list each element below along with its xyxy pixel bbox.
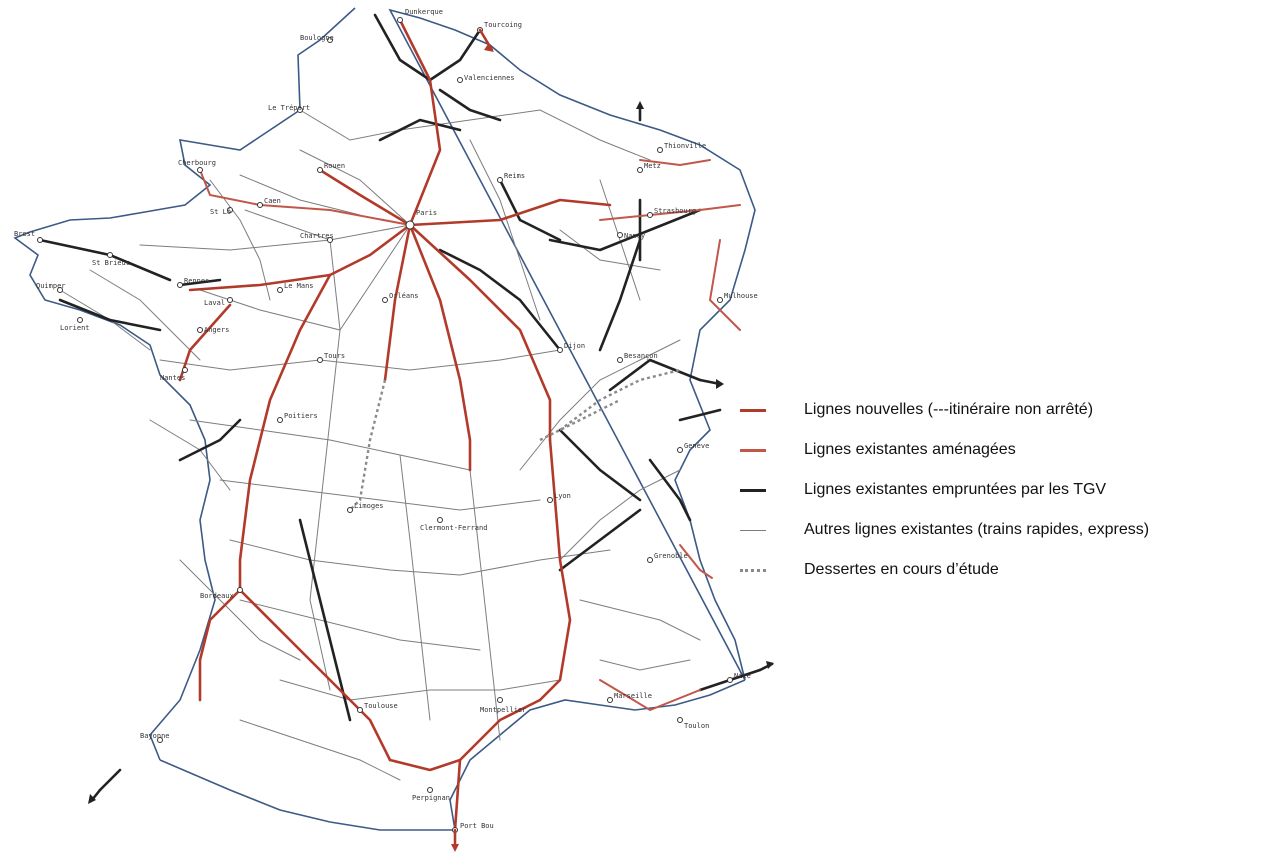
new-lines (178, 18, 612, 832)
city-label: Reims (504, 172, 525, 180)
city-label: Cherbourg (178, 159, 216, 167)
city-label: Toulon (684, 722, 709, 730)
city-label: Dijon (564, 342, 585, 350)
legend-swatch-new (740, 409, 766, 412)
legend-swatch-upgraded (740, 449, 766, 452)
study-lines (349, 368, 681, 511)
city-label: St Brieuc (92, 259, 130, 267)
city-label: Clermont-Ferrand (420, 524, 487, 532)
legend-swatch-tgv (740, 489, 766, 492)
city-label: Perpignan (412, 794, 450, 802)
legend-item-tgv-lines: Lignes existantes empruntées par les TGV (740, 480, 1284, 500)
legend-item-other-lines: Autres lignes existantes (trains rapides… (740, 520, 1284, 540)
city-label: Quimper (36, 282, 66, 290)
other-lines (59, 109, 701, 781)
city-label: Strasbourg (654, 207, 696, 215)
coastline (13, 7, 756, 831)
city-label: Boulogne (300, 34, 334, 42)
city-label: Nancy (624, 232, 645, 240)
city-markers (37, 17, 733, 833)
city-label: Tours (324, 352, 345, 360)
legend-item-upgraded-lines: Lignes existantes aménagées (740, 440, 1284, 460)
city-label: Valenciennes (464, 74, 515, 82)
city-label: Bayonne (140, 732, 170, 740)
city-label: Nantes (160, 374, 185, 382)
city-label: Rouen (324, 162, 345, 170)
city-label: Montpellier (480, 706, 526, 714)
city-label: Tourcoing (484, 21, 522, 29)
legend-label: Autres lignes existantes (trains rapides… (804, 521, 1150, 538)
city-label: Grenoble (654, 552, 688, 560)
city-label: Bordeaux (200, 592, 234, 600)
city-label: Marseille (614, 692, 652, 700)
city-label: Chartres (300, 232, 334, 240)
city-label: Besançon (624, 352, 658, 360)
city-label: Genève (684, 442, 709, 450)
city-label: Port Bou (460, 822, 494, 830)
legend-label: Lignes nouvelles (---itinéraire non arrê… (804, 401, 1094, 418)
legend-swatch-study (740, 569, 766, 572)
legend-swatch-other (740, 530, 766, 531)
city-label: Poitiers (284, 412, 318, 420)
city-label: Dunkerque (405, 8, 443, 16)
legend-item-study-lines: Dessertes en cours d’étude (740, 560, 1284, 580)
city-label: Metz (644, 162, 661, 170)
city-label: Thionville (664, 142, 706, 150)
city-label: Toulouse (364, 702, 398, 710)
tgv-lines (38, 13, 762, 792)
city-label: Le Mans (284, 282, 314, 290)
legend-label: Lignes existantes empruntées par les TGV (804, 481, 1107, 498)
city-label: Mulhouse (724, 292, 758, 300)
city-label: Brest (14, 230, 35, 238)
city-label: Lorient (60, 324, 90, 332)
legend-label: Lignes existantes aménagées (804, 441, 1016, 458)
city-label: Orléans (389, 292, 419, 300)
border-arrows (88, 28, 774, 852)
city-label: Lyon (554, 492, 571, 500)
city-label: Angers (204, 326, 229, 334)
city-label: St Lô (210, 208, 231, 216)
city-label: Laval (204, 299, 225, 307)
city-label: Limoges (354, 502, 384, 510)
city-labels: Dunkerque Tourcoing Boulogne Valencienne… (14, 8, 758, 830)
france-railway-map: Dunkerque Tourcoing Boulogne Valencienne… (13, 7, 774, 852)
city-label: Rennes (184, 277, 209, 285)
legend-label: Dessertes en cours d’étude (804, 561, 999, 578)
legend-item-new-lines: Lignes nouvelles (---itinéraire non arrê… (740, 400, 1284, 420)
city-label: Nice (734, 672, 751, 680)
city-label: Paris (416, 209, 437, 217)
city-label: Le Tréport (268, 104, 310, 112)
city-label: Caen (264, 197, 281, 205)
